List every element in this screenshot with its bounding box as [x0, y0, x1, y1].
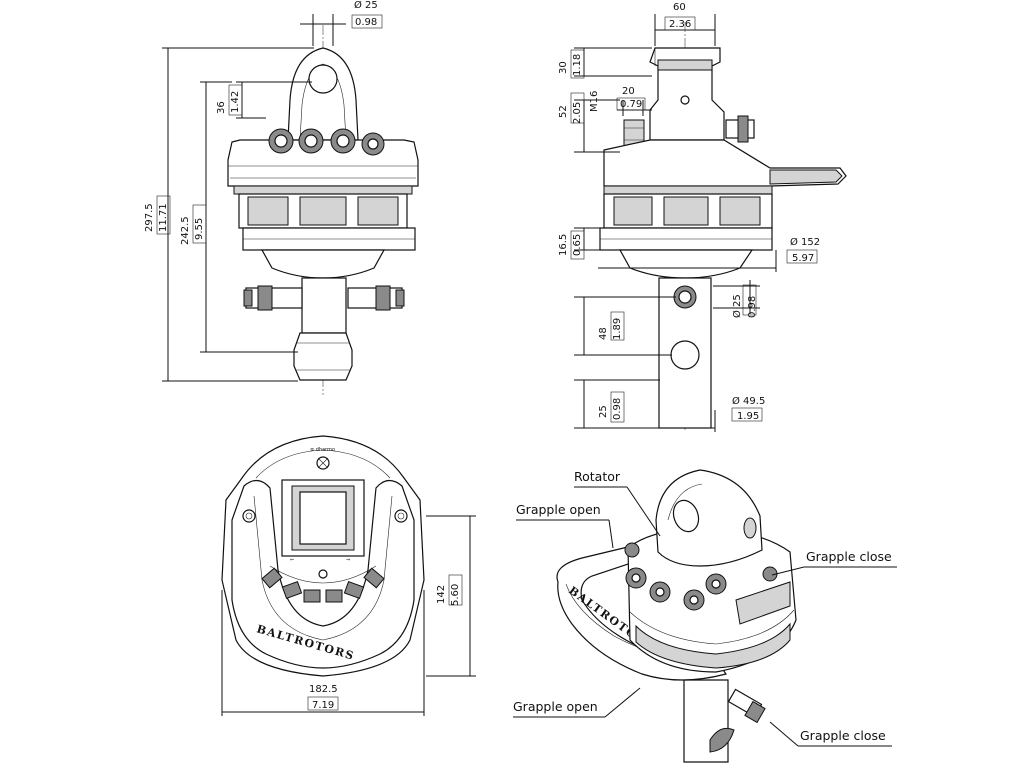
- label-grapple-open-bottom: Grapple open: [513, 699, 598, 714]
- dim-242-5: 242.5: [180, 216, 191, 245]
- side-view: 60 2.36 30 1.18 20 0.79 M16 52 2.05 Ø 15…: [558, 2, 847, 432]
- dim-25: 25: [598, 405, 609, 418]
- dim-20: 20: [622, 86, 635, 97]
- dim-25-inch: 0.98: [612, 398, 623, 420]
- hydraulic-fittings-top: [268, 128, 385, 156]
- label-grapple-close-bottom: Grapple close: [800, 728, 886, 743]
- dim-142-inch: 5.60: [450, 584, 461, 606]
- dim-48-inch: 1.89: [612, 318, 623, 340]
- front-view: Ø 25 0.98 36 1.42 242.5 9.55 297.5 11.71: [144, 0, 419, 395]
- dim-m16: M16: [589, 91, 600, 112]
- dim-front-pin: Ø 25: [354, 0, 378, 11]
- svg-text:⇐: ⇐: [290, 557, 294, 563]
- dim-297-5-inch: 11.71: [158, 203, 169, 232]
- dim-16-5: 16.5: [558, 234, 569, 256]
- top-view: ⇐ ⇒ ≡ dharmo BALTROTORS 142 5.60 182.5 7…: [221, 435, 476, 716]
- dim-60: 60: [673, 2, 686, 13]
- dim-182-5-inch: 7.19: [312, 700, 334, 711]
- dim-20-inch: 0.79: [620, 99, 642, 110]
- dim-49-5-inch: 1.95: [737, 411, 759, 422]
- label-grapple-close-top: Grapple close: [806, 549, 892, 564]
- dim-side-pin: Ø 25: [731, 294, 743, 318]
- label-rotator: Rotator: [574, 469, 621, 484]
- hydraulic-fittings-fan: [261, 567, 385, 603]
- dim-49-5: Ø 49.5: [732, 395, 765, 407]
- dim-152: Ø 152: [790, 236, 820, 248]
- dim-36-inch: 1.42: [230, 91, 241, 113]
- dim-52-inch: 2.05: [572, 102, 583, 124]
- dim-142: 142: [436, 585, 447, 604]
- fitting-mark: ≡ dharmo: [310, 447, 335, 453]
- dim-242-5-inch: 9.55: [194, 218, 205, 240]
- dim-side-pin-inch: 0.98: [747, 296, 758, 318]
- svg-text:⇒: ⇒: [346, 557, 350, 563]
- dim-297-5: 297.5: [144, 203, 155, 232]
- dim-36: 36: [216, 101, 227, 114]
- dim-16-5-inch: 0.65: [572, 234, 583, 256]
- dim-30: 30: [558, 61, 569, 74]
- side-fittings: [243, 285, 405, 311]
- pin-hole: [308, 64, 338, 94]
- dim-52: 52: [558, 105, 569, 118]
- dim-48: 48: [598, 327, 609, 340]
- dim-30-inch: 1.18: [572, 54, 583, 76]
- iso-view: BALTROTORS Rotator Grapple open Grapple …: [513, 469, 897, 763]
- dim-182-5: 182.5: [309, 684, 338, 695]
- label-grapple-open-top: Grapple open: [516, 502, 601, 517]
- dim-152-inch: 5.97: [792, 253, 814, 264]
- dim-front-pin-inch: 0.98: [355, 17, 377, 28]
- iso-fittings: [624, 542, 778, 611]
- mounting-ear: [287, 47, 359, 141]
- dim-60-inch: 2.36: [669, 19, 691, 30]
